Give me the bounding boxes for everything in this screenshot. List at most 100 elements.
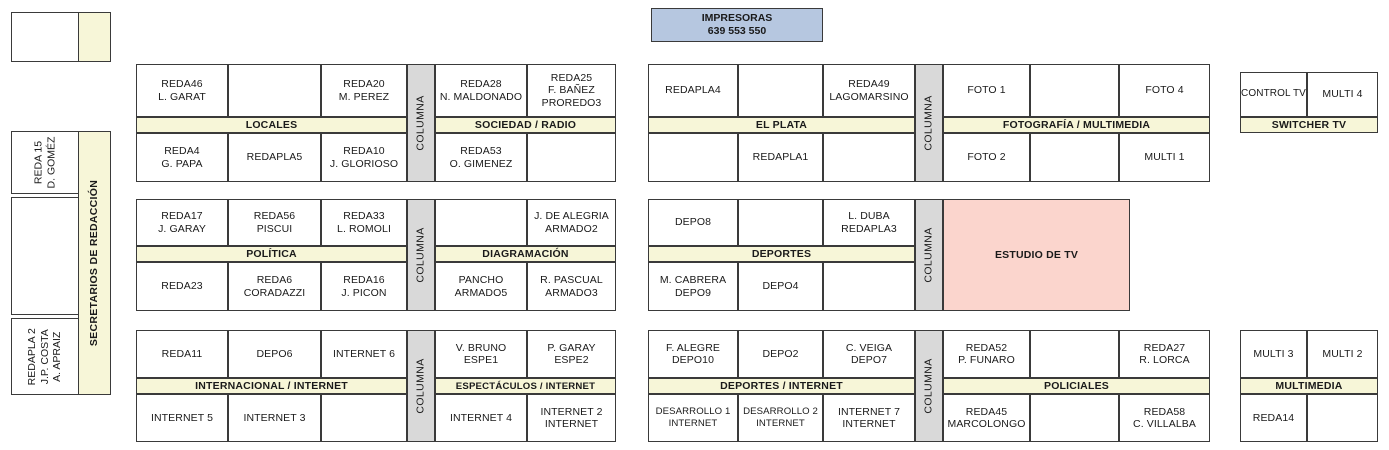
policiales-bottom-0: REDA45 MARCOLONGO xyxy=(943,394,1030,442)
politica-band: POLÍTICA xyxy=(136,246,407,262)
deportesinternet-band: DEPORTES / INTERNET xyxy=(648,378,915,394)
estudio-de-tv: ESTUDIO DE TV xyxy=(943,199,1130,311)
columna-label: COLUMNA xyxy=(923,227,935,283)
locales-top-0: REDA46 L. GARAT xyxy=(136,64,228,117)
policiales-top-1 xyxy=(1030,330,1119,378)
diagramacion-top-0 xyxy=(435,199,527,246)
deportesinternet-bottom-0: DESARROLLO 1 INTERNET xyxy=(648,394,738,442)
printers-numbers: 639 553 550 xyxy=(707,25,767,37)
fotografia-bottom-2: MULTI 1 xyxy=(1119,133,1210,182)
secretarios-band-label: SECRETARIOS DE REDACCIÓN xyxy=(88,179,101,347)
internacional-top-1: DEPO6 xyxy=(228,330,321,378)
columna-strip-row2-right: COLUMNA xyxy=(915,199,943,311)
sociedad-bottom-0: REDA53 O. GIMENEZ xyxy=(435,133,527,182)
elplata-top-2: REDA49 LAGOMARSINO xyxy=(823,64,915,117)
deportes-top-0: DEPO8 xyxy=(648,199,738,246)
locales-bottom-0: REDA4 G. PAPA xyxy=(136,133,228,182)
deportes-top-2: L. DUBA REDAPLA3 xyxy=(823,199,915,246)
multimedia-band: MULTIMEDIA xyxy=(1240,378,1378,394)
policiales-band: POLICIALES xyxy=(943,378,1210,394)
elplata-band: EL PLATA xyxy=(648,117,915,133)
diagramacion-top-1: J. DE ALEGRIA ARMADO2 xyxy=(527,199,616,246)
switcher-band: SWITCHER TV xyxy=(1240,117,1378,133)
printers-label: IMPRESORAS xyxy=(701,12,773,24)
fotografia-bottom-1 xyxy=(1030,133,1119,182)
secretarios-cell-2-label: REDAPLA 2 J.P. COSTA A. APRAIZ xyxy=(26,327,64,386)
fotografia-top-0: FOTO 1 xyxy=(943,64,1030,117)
diagramacion-bottom-0: PANCHO ARMADO5 xyxy=(435,262,527,311)
locales-top-2: REDA20 M. PEREZ xyxy=(321,64,407,117)
espectaculos-bottom-1: INTERNET 2 INTERNET xyxy=(527,394,616,442)
columna-strip-row3-right: COLUMNA xyxy=(915,330,943,442)
multimedia-bottom-0: REDA14 xyxy=(1240,394,1307,442)
locales-bottom-2: REDA10 J. GLORIOSO xyxy=(321,133,407,182)
sociedad-top-1: REDA25 F. BAÑEZ PROREDO3 xyxy=(527,64,616,117)
policiales-bottom-1 xyxy=(1030,394,1119,442)
internacional-bottom-1: INTERNET 3 xyxy=(228,394,321,442)
fotografia-band: FOTOGRAFÍA / MULTIMEDIA xyxy=(943,117,1210,133)
secretarios-cell-0-label: REDA 15 D. GOMÉZ xyxy=(32,136,57,189)
politica-bottom-2: REDA16 J. PICON xyxy=(321,262,407,311)
internacional-top-2: INTERNET 6 xyxy=(321,330,407,378)
secretarios-cell-1 xyxy=(11,197,79,315)
diagramacion-bottom-1: R. PASCUAL ARMADO3 xyxy=(527,262,616,311)
secretarios-band: SECRETARIOS DE REDACCIÓN xyxy=(78,131,111,395)
top-left-yellow-strip xyxy=(78,12,111,62)
deportesinternet-bottom-1: DESARROLLO 2 INTERNET xyxy=(738,394,823,442)
deportesinternet-top-2: C. VEIGA DEPO7 xyxy=(823,330,915,378)
policiales-top-0: REDA52 P. FUNARO xyxy=(943,330,1030,378)
multimedia-top-1: MULTI 2 xyxy=(1307,330,1378,378)
columna-label: COLUMNA xyxy=(415,95,427,151)
secretarios-cell-2: REDAPLA 2 J.P. COSTA A. APRAIZ xyxy=(11,318,79,395)
columna-strip-row3-left: COLUMNA xyxy=(407,330,435,442)
internacional-top-0: REDA11 xyxy=(136,330,228,378)
deportesinternet-top-1: DEPO2 xyxy=(738,330,823,378)
switcher-top-1: MULTI 4 xyxy=(1307,72,1378,117)
elplata-bottom-0 xyxy=(648,133,738,182)
internacional-bottom-0: INTERNET 5 xyxy=(136,394,228,442)
diagramacion-band: DIAGRAMACIÓN xyxy=(435,246,616,262)
printers-box: IMPRESORAS 639 553 550 xyxy=(651,8,823,42)
switcher-top-0: CONTROL TV xyxy=(1240,72,1307,117)
columna-label: COLUMNA xyxy=(923,95,935,151)
deportes-band: DEPORTES xyxy=(648,246,915,262)
politica-top-2: REDA33 L. ROMOLI xyxy=(321,199,407,246)
deportes-top-1 xyxy=(738,199,823,246)
fotografia-top-2: FOTO 4 xyxy=(1119,64,1210,117)
locales-band: LOCALES xyxy=(136,117,407,133)
espectaculos-top-0: V. BRUNO ESPE1 xyxy=(435,330,527,378)
columna-label: COLUMNA xyxy=(415,358,427,414)
internacional-band: INTERNACIONAL / INTERNET xyxy=(136,378,407,394)
deportesinternet-bottom-2: INTERNET 7 INTERNET xyxy=(823,394,915,442)
fotografia-bottom-0: FOTO 2 xyxy=(943,133,1030,182)
espectaculos-band: ESPECTÁCULOS / INTERNET xyxy=(435,378,616,394)
columna-label: COLUMNA xyxy=(415,227,427,283)
columna-strip-row2-left: COLUMNA xyxy=(407,199,435,311)
policiales-top-2: REDA27 R. LORCA xyxy=(1119,330,1210,378)
espectaculos-top-1: P. GARAY ESPE2 xyxy=(527,330,616,378)
internacional-bottom-2 xyxy=(321,394,407,442)
columna-label: COLUMNA xyxy=(923,358,935,414)
politica-top-0: REDA17 J. GARAY xyxy=(136,199,228,246)
sociedad-band: SOCIEDAD / RADIO xyxy=(435,117,616,133)
politica-top-1: REDA56 PISCUI xyxy=(228,199,321,246)
multimedia-bottom-1 xyxy=(1307,394,1378,442)
politica-bottom-1: REDA6 CORADAZZI xyxy=(228,262,321,311)
policiales-bottom-2: REDA58 C. VILLALBA xyxy=(1119,394,1210,442)
deportes-bottom-2 xyxy=(823,262,915,311)
elplata-bottom-2 xyxy=(823,133,915,182)
locales-top-1 xyxy=(228,64,321,117)
columna-strip-row1-left: COLUMNA xyxy=(407,64,435,182)
elplata-bottom-1: REDAPLA1 xyxy=(738,133,823,182)
secretarios-cell-0: REDA 15 D. GOMÉZ xyxy=(11,131,79,194)
top-left-empty-cell xyxy=(11,12,79,62)
fotografia-top-1 xyxy=(1030,64,1119,117)
elplata-top-1 xyxy=(738,64,823,117)
locales-bottom-1: REDAPLA5 xyxy=(228,133,321,182)
sociedad-bottom-1 xyxy=(527,133,616,182)
elplata-top-0: REDAPLA4 xyxy=(648,64,738,117)
deportesinternet-top-0: F. ALEGRE DEPO10 xyxy=(648,330,738,378)
politica-bottom-0: REDA23 xyxy=(136,262,228,311)
multimedia-top-0: MULTI 3 xyxy=(1240,330,1307,378)
deportes-bottom-1: DEPO4 xyxy=(738,262,823,311)
